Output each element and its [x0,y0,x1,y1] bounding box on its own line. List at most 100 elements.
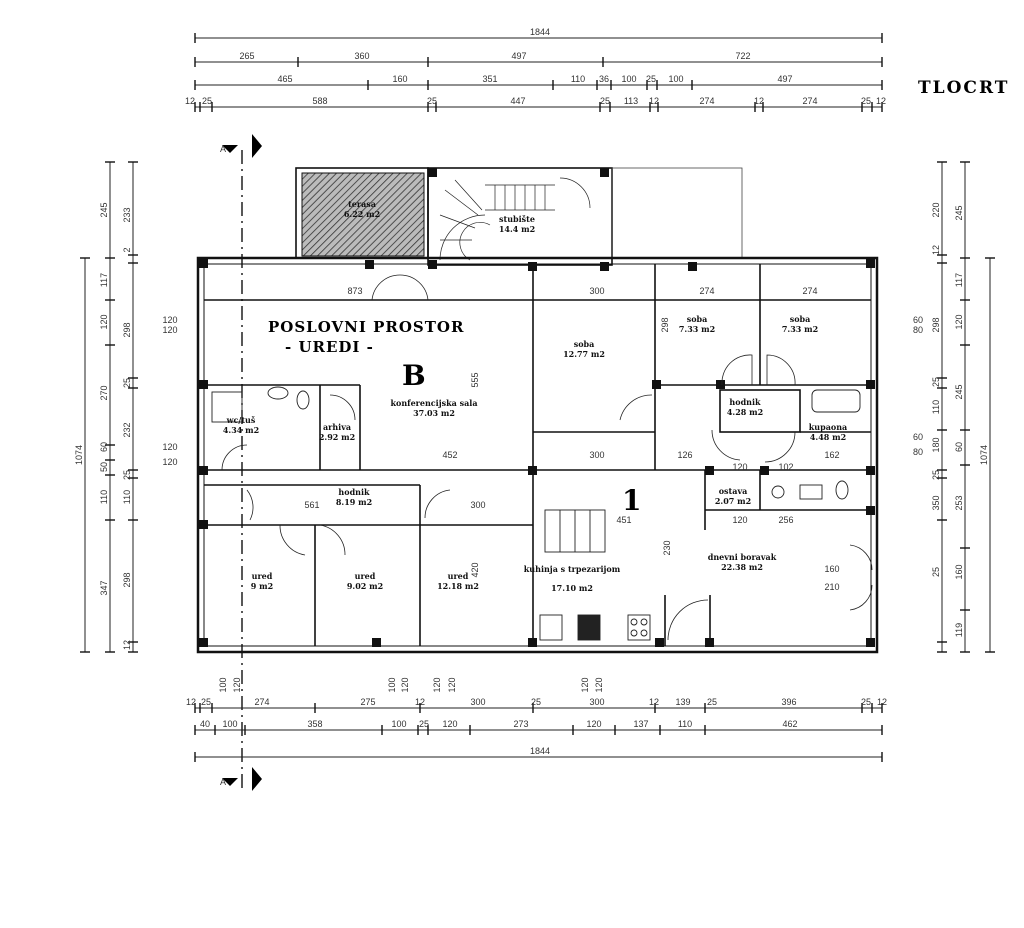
dimension-label: 25 [707,697,717,707]
window-dimension-label: 120 [232,677,242,692]
dimension-label: 722 [735,51,750,61]
room-area: 17.10 m2 [551,583,593,593]
dimension-label: 113 [624,96,638,106]
interior-walls [204,264,871,646]
section-marker-bottom: A [220,767,262,791]
unit-1-label: 1 [622,484,641,517]
window-dimension-label: 210 [824,582,839,592]
dimension-label: 2 [122,247,132,252]
dimension-label: 273 [513,719,528,729]
shower-tray [211,391,243,423]
interior-dimension-label: 230 [662,540,672,555]
dimension-label: 120 [586,719,601,729]
interior-dimension-label: 300 [470,500,485,510]
dimension-label: 50 [99,462,109,472]
dimension-label: 245 [99,202,109,217]
room-area: 9.02 m2 [347,581,383,591]
dimension-label: 25 [861,697,871,707]
room-area: 4.48 m2 [810,432,846,442]
dimension-label: 233 [122,207,132,222]
dimension-label: 12 [649,697,659,707]
dimension-label: 447 [510,96,525,106]
room-area: 14.4 m2 [499,224,535,234]
dimension-label: 220 [931,202,941,217]
interior-dimension-label: 120 [732,515,747,525]
interior-dimension-label: 300 [589,286,604,296]
dimension-label: 36 [599,74,609,84]
bathtub-icon [811,389,861,413]
room-area: 6.22 m2 [344,209,380,219]
window-dimension-label: 100 [218,677,228,692]
dimension-label: 25 [122,470,132,480]
dimension-row-top-total: 1844 [194,27,883,43]
room-area: 12.77 m2 [563,349,605,359]
toilet-icon [835,480,849,500]
dimension-label: 265 [239,51,254,61]
heading-line-1: POSLOVNI PROSTOR [268,318,464,336]
dimension-label: 25 [531,697,541,707]
room-name: terasa [348,199,376,209]
interior-dimension-label: 274 [802,286,817,296]
dimension-label: 12 [415,697,425,707]
interior-dimension-label: 420 [470,562,480,577]
room-area: 37.03 m2 [413,408,455,418]
window-dimension-label: 100 [387,677,397,692]
window-dimension-label: 120 [580,677,590,692]
room-name: dnevni boravak [708,552,777,562]
dimension-label: 358 [307,719,322,729]
dimension-label: 12 [122,640,132,650]
window-dimension-label: 120 [447,677,457,692]
interior-dimension-label: 555 [470,372,480,387]
window-dimension-label: 120 [594,677,604,692]
fixtures [211,386,861,641]
door-swings [221,274,873,641]
room-area: 2.92 m2 [319,432,355,442]
room-name: ured [252,571,273,581]
room-name: hodnik [729,397,761,407]
room-area: 8.19 m2 [336,497,372,507]
section-marker-label: A [220,144,226,154]
window-dimension-label: 120 [400,677,410,692]
wc-sink-icon [267,386,289,400]
sink-icon [799,484,823,500]
toilet-icon [771,485,785,499]
room-name: soba [574,339,595,349]
kitchen-unit-icon [539,614,563,641]
window-dimension-label: 80 [913,325,923,335]
dimension-label: 253 [954,495,964,510]
dimension-label: 396 [781,697,796,707]
room-name: soba [687,314,708,324]
room-area: 4.28 m2 [727,407,763,417]
dimension-label: 25 [600,96,610,106]
dimension-label: 1844 [530,27,550,37]
dimension-label: 25 [419,719,429,729]
dimension-label: 100 [621,74,636,84]
window-dimension-label: 60 [913,432,923,442]
dimension-label: 100 [222,719,237,729]
window-dimension-label: 120 [162,325,177,335]
dimension-label: 1844 [530,746,550,756]
dimension-label: 117 [954,273,964,287]
dimension-label: 274 [254,697,269,707]
terrace-hatch [301,172,425,257]
wc-toilet-icon [296,390,310,410]
dimension-label: 110 [678,719,692,729]
window-dimension-label: 160 [824,564,839,574]
annex-outline [611,167,743,259]
dimension-label: 120 [954,314,964,329]
room-name: arhiva [323,422,351,432]
dimension-label: 160 [392,74,407,84]
dimension-label: 300 [589,697,604,707]
